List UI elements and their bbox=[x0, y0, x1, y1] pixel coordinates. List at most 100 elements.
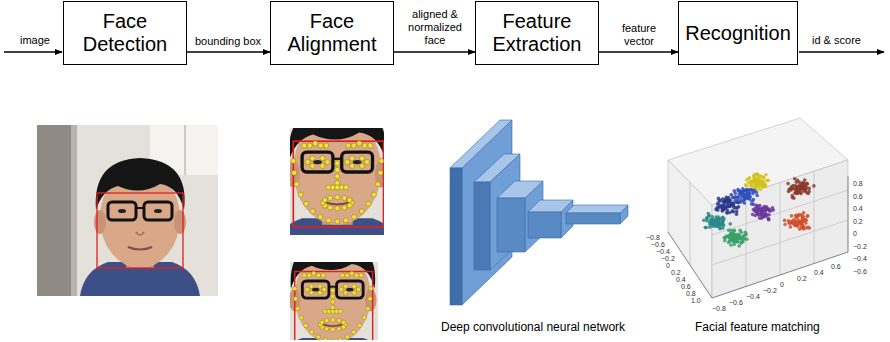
landmark-dot bbox=[302, 143, 307, 148]
axis-tick: −0.6 bbox=[651, 241, 665, 248]
landmark-dot bbox=[368, 143, 373, 148]
landmark-dot bbox=[318, 284, 322, 288]
scatter-point bbox=[729, 243, 733, 247]
landmark-dot bbox=[378, 170, 383, 175]
axis-tick: 0 bbox=[780, 281, 784, 288]
scatter-point bbox=[789, 225, 793, 229]
landmark-dot bbox=[299, 315, 303, 319]
scatter-point bbox=[722, 217, 726, 221]
landmark-dot bbox=[351, 143, 356, 148]
landmark-dot bbox=[320, 156, 325, 161]
scatter-point bbox=[754, 210, 758, 214]
landmark-dot bbox=[350, 156, 355, 161]
landmark-dot bbox=[324, 327, 328, 331]
scatter-point bbox=[794, 191, 798, 195]
box-label: Face Detection bbox=[64, 10, 186, 56]
scatter-point bbox=[802, 225, 806, 229]
axis-tick: −0.4 bbox=[853, 255, 867, 262]
landmark-dot bbox=[352, 291, 356, 295]
scatter-point bbox=[745, 184, 749, 188]
landmark-dot bbox=[360, 163, 365, 168]
process-box: Face Detection bbox=[63, 1, 187, 65]
landmark-dot bbox=[364, 160, 369, 165]
scatter-point bbox=[783, 219, 787, 223]
axis-tick: 0.6 bbox=[681, 283, 691, 290]
axis-tick: 0.4 bbox=[676, 276, 686, 283]
scatter-point bbox=[747, 181, 751, 185]
landmark-dot bbox=[316, 335, 320, 339]
scatter-point bbox=[704, 226, 708, 230]
landmark-dot bbox=[302, 273, 306, 277]
landmark-dot bbox=[318, 214, 323, 219]
scatter-point bbox=[795, 188, 799, 192]
aligned-face bbox=[290, 128, 384, 235]
axis-tick: 0.8 bbox=[686, 290, 696, 297]
scatter-point bbox=[793, 177, 797, 181]
landmark-dot bbox=[328, 196, 333, 201]
scatter-point bbox=[805, 181, 809, 185]
landmark-dot bbox=[313, 141, 318, 146]
axis-tick: −0.4 bbox=[746, 293, 760, 300]
landmark-dot bbox=[320, 320, 324, 324]
scatter-point bbox=[798, 227, 802, 231]
landmark-dot bbox=[356, 287, 360, 291]
scatter-point bbox=[790, 214, 794, 218]
axis-tick: 0.8 bbox=[853, 180, 863, 187]
landmark-dot bbox=[343, 218, 348, 223]
scatter-point bbox=[758, 208, 762, 212]
landmark-dot bbox=[339, 287, 343, 291]
scatter-point bbox=[736, 232, 740, 236]
flow-arrow bbox=[599, 51, 678, 52]
flow-arrow bbox=[394, 51, 475, 52]
output-arrow bbox=[799, 51, 884, 52]
landmark-dot bbox=[342, 205, 347, 210]
scatter-point bbox=[756, 173, 760, 177]
scatter-point bbox=[764, 173, 768, 177]
scatter-point bbox=[733, 236, 737, 240]
landmark-dot bbox=[335, 161, 340, 166]
scatter-point bbox=[803, 218, 807, 222]
scatter-point bbox=[798, 220, 802, 224]
scatter-point bbox=[736, 188, 740, 192]
scatter-point bbox=[729, 222, 733, 226]
scatter-point bbox=[737, 244, 741, 248]
landmark-dot bbox=[347, 203, 352, 208]
output-label: id & score bbox=[812, 34, 861, 46]
scatter-point bbox=[737, 205, 741, 209]
scatter-point bbox=[735, 240, 739, 244]
landmark-dot bbox=[346, 143, 351, 148]
landmark-dot bbox=[359, 273, 363, 277]
scatter-point bbox=[762, 206, 766, 210]
scatter-point bbox=[748, 176, 752, 180]
flow-arrow bbox=[187, 51, 270, 52]
landmark-dot bbox=[304, 323, 308, 327]
landmark-dot bbox=[321, 273, 325, 277]
landmark-dot bbox=[310, 156, 315, 161]
process-box: Face Alignment bbox=[270, 1, 394, 65]
scatter-point bbox=[727, 229, 731, 233]
scatter-point bbox=[744, 183, 748, 187]
landmark-dot bbox=[326, 218, 331, 223]
landmark-dot bbox=[335, 219, 340, 224]
axis-tick: 0.6 bbox=[853, 193, 863, 200]
scatter-point bbox=[754, 181, 758, 185]
landmark-dot bbox=[357, 323, 361, 327]
cnn-blocks bbox=[450, 120, 628, 305]
scatter-point bbox=[735, 212, 739, 216]
scatter-point bbox=[709, 221, 713, 225]
scatter-point bbox=[733, 233, 737, 237]
landmark-dot bbox=[369, 286, 373, 290]
landmark-dot bbox=[298, 192, 303, 197]
scatter-point bbox=[749, 184, 753, 188]
landmark-dot bbox=[292, 170, 297, 175]
scatter-point bbox=[760, 181, 764, 185]
axis-tick: −0.2 bbox=[661, 255, 675, 262]
input-arrow bbox=[4, 51, 62, 52]
landmark-dot bbox=[335, 174, 340, 179]
scatter-point bbox=[789, 188, 793, 192]
scatter-point bbox=[702, 218, 706, 222]
landmark-dot bbox=[331, 294, 335, 298]
scatter-point bbox=[752, 208, 756, 212]
scatter-point bbox=[733, 233, 737, 237]
axis-tick: −0.2 bbox=[853, 243, 867, 250]
